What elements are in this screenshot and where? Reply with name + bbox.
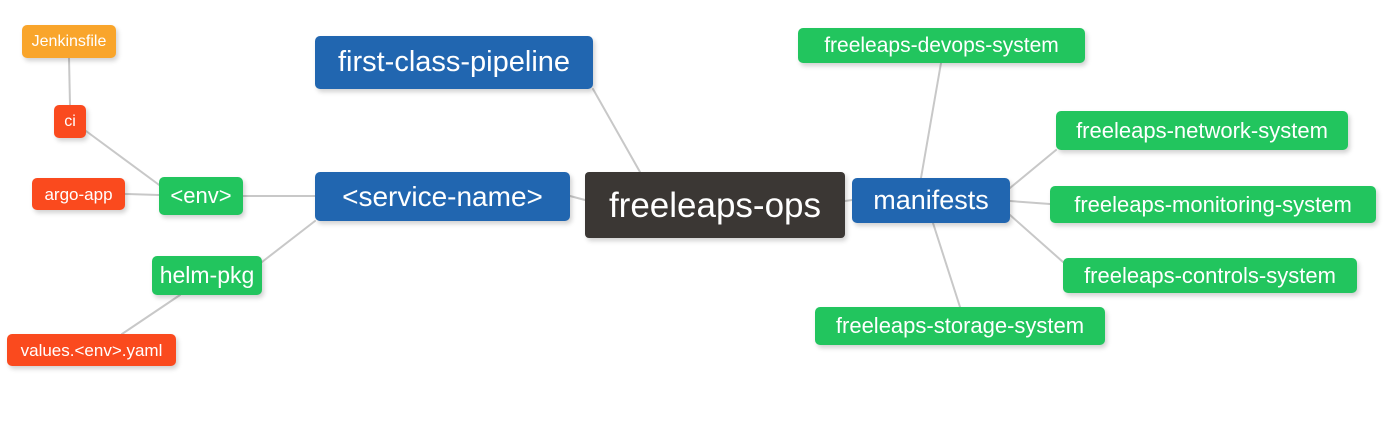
- node-label: helm-pkg: [159, 262, 255, 288]
- node-freeleaps-storage-system[interactable]: freeleaps-storage-system: [815, 307, 1105, 345]
- node-label: manifests: [873, 185, 989, 215]
- node-freeleaps-network-system[interactable]: freeleaps-network-system: [1056, 111, 1348, 150]
- node-service-name[interactable]: <service-name>: [315, 172, 570, 221]
- node-label: argo-app: [44, 184, 113, 204]
- node-label: <env>: [170, 183, 232, 208]
- edge-freeleaps-devops-system-to-manifests: [920, 62, 942, 179]
- node-label: freeleaps-devops-system: [824, 34, 1059, 57]
- node-label: values.<env>.yaml: [20, 340, 163, 360]
- edge-service-name-to-helm-pkg: [261, 220, 316, 263]
- edge-freeleaps-network-system-to-manifests: [1009, 149, 1057, 189]
- node-label: <service-name>: [342, 180, 543, 212]
- node-jenkinsfile[interactable]: Jenkinsfile: [22, 25, 116, 58]
- edge-argo-app-to-env: [124, 193, 160, 196]
- node-label: first-class-pipeline: [337, 46, 571, 78]
- node-label: Jenkinsfile: [31, 32, 107, 50]
- node-label: freeleaps-ops: [608, 185, 822, 225]
- edge-service-name-to-root: [569, 195, 586, 201]
- node-argo-app[interactable]: argo-app: [32, 178, 125, 210]
- edge-helm-pkg-to-values-yaml: [121, 294, 181, 335]
- edge-freeleaps-monitoring-system-to-manifests: [1009, 200, 1051, 205]
- node-label: ci: [64, 112, 76, 130]
- edge-first-class-pipeline-to-root: [592, 88, 641, 173]
- edge-root-to-manifests: [844, 199, 853, 202]
- edge-jenkinsfile-to-ci: [68, 57, 71, 106]
- node-freeleaps-ops[interactable]: freeleaps-ops: [585, 172, 845, 238]
- node-label: freeleaps-network-system: [1076, 117, 1328, 143]
- node-label: freeleaps-storage-system: [835, 313, 1085, 338]
- node-freeleaps-controls-system[interactable]: freeleaps-controls-system: [1063, 258, 1357, 293]
- node-ci[interactable]: ci: [54, 105, 86, 138]
- node-freeleaps-monitoring-system[interactable]: freeleaps-monitoring-system: [1050, 186, 1376, 223]
- node-first-class-pipeline[interactable]: first-class-pipeline: [315, 36, 593, 89]
- node-helm-pkg[interactable]: helm-pkg: [152, 256, 262, 295]
- node-env[interactable]: <env>: [159, 177, 243, 215]
- node-manifests[interactable]: manifests: [852, 178, 1010, 223]
- node-values-env-yaml[interactable]: values.<env>.yaml: [7, 334, 176, 366]
- edge-freeleaps-storage-system-to-manifests: [932, 222, 961, 308]
- node-label: freeleaps-monitoring-system: [1074, 191, 1352, 217]
- node-label: freeleaps-controls-system: [1084, 262, 1336, 288]
- node-freeleaps-devops-system[interactable]: freeleaps-devops-system: [798, 28, 1085, 63]
